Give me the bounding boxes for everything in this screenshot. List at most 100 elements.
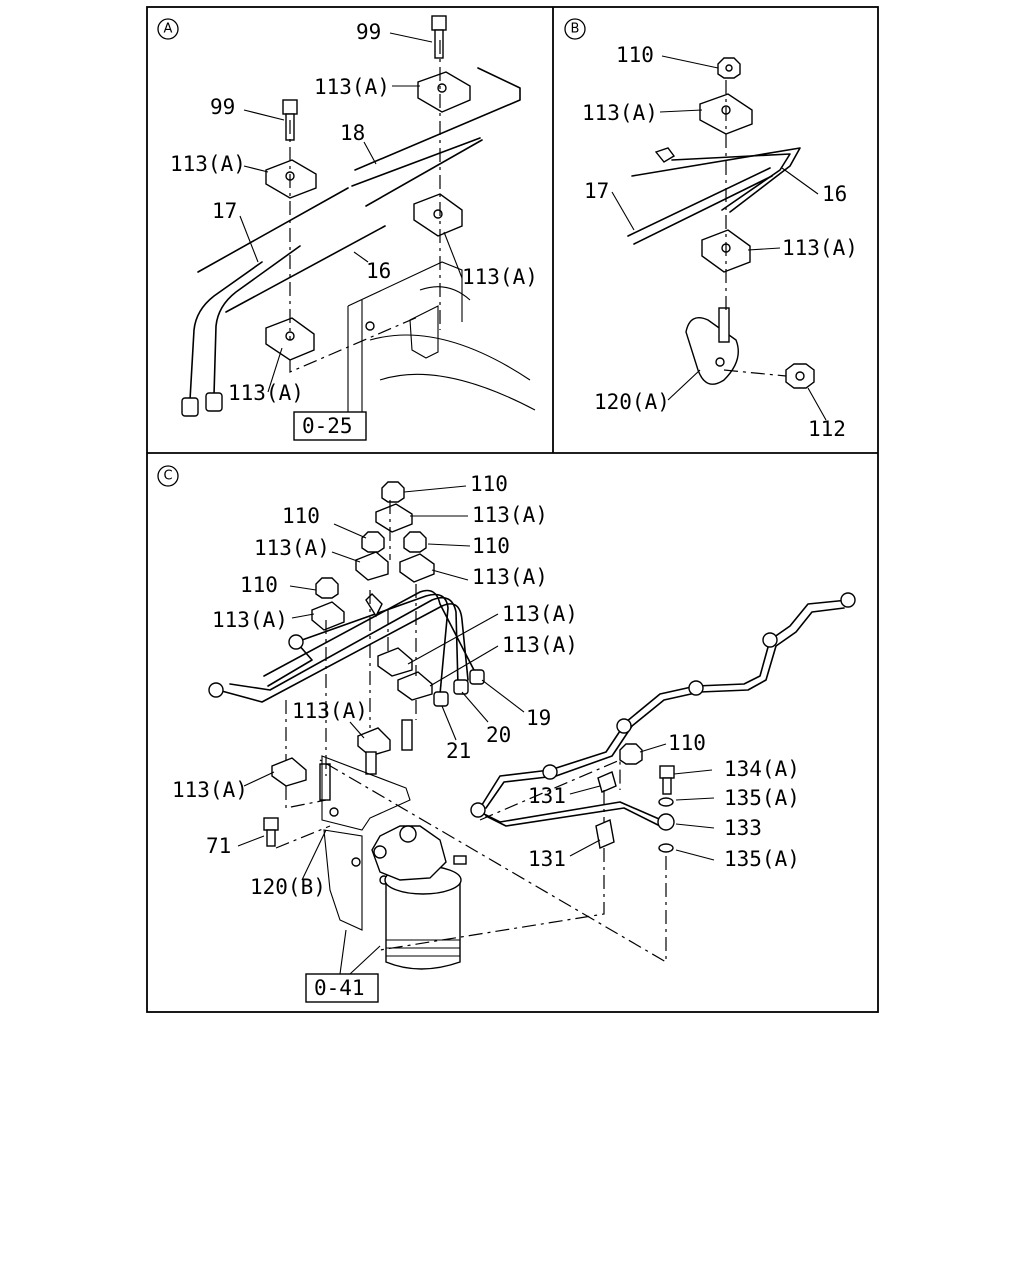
clamp-c6: [397, 671, 433, 701]
callout-label: 110: [472, 534, 510, 558]
pipe-nut-c-mid: [288, 634, 304, 650]
assembly-lines-b: [723, 80, 787, 377]
callout-label: 131: [528, 784, 566, 808]
clamp-c8: [271, 757, 307, 787]
section-marker-c: C: [157, 465, 179, 487]
callout-label: 113(A): [472, 565, 548, 589]
pipe-nut-19: [469, 669, 485, 685]
clamp-left-upper: [265, 159, 317, 199]
callout-label: 16: [366, 259, 391, 283]
callout-label: 112: [808, 417, 846, 441]
callout-label: 120(B): [250, 875, 326, 899]
pipe-eye-end: [840, 592, 856, 608]
svg-text:A: A: [164, 22, 173, 37]
bracket-outline: [347, 261, 463, 412]
panel-a-drawing: [181, 15, 536, 417]
bolt-134: [659, 765, 675, 795]
clip-131-upper: [597, 771, 617, 793]
stud-c2: [365, 751, 377, 775]
callout-labels-b: 110 113(A) 17 16 113(A) 120(A) 112: [582, 43, 858, 441]
pipe-16-b: [631, 147, 801, 213]
bracket-hole-c2: [351, 857, 361, 867]
callout-label: 113(A): [502, 602, 578, 626]
panel-frames: [146, 6, 879, 1013]
panel-c-drawing: [208, 481, 856, 970]
pipe-nut-20: [453, 679, 469, 695]
callout-label: 113(A): [314, 75, 390, 99]
pipe-20: [229, 596, 459, 691]
callout-label: 113(A): [292, 699, 368, 723]
clamp-c5: [377, 647, 413, 677]
assembly-lines-c: [275, 500, 667, 964]
pipe-18: [365, 139, 483, 207]
callout-label: 99: [210, 95, 235, 119]
bracket-120a: [685, 307, 739, 385]
clamp-c7: [357, 727, 391, 757]
callout-label: 19: [526, 706, 551, 730]
clamp-top: [417, 71, 471, 113]
bracket-hole-c1: [329, 807, 339, 817]
mount-contour: [369, 286, 536, 411]
callout-labels-a: 99 113(A) 99 18 113(A) 17 16 113(A) 113(…: [170, 20, 538, 405]
callout-label: 113(A): [170, 152, 246, 176]
pipe-bundle-outer: [263, 589, 477, 677]
reference-box-0-25: 0-25: [293, 411, 367, 441]
callout-label: 71: [206, 834, 231, 858]
pipe-nut-21: [433, 691, 449, 707]
pipe-16: [225, 225, 386, 313]
callout-label: 135(A): [724, 847, 800, 871]
pipe-fitting-b: [654, 147, 676, 163]
clamp-c1: [375, 503, 413, 533]
nut-110-c4: [315, 577, 339, 599]
nut-110-c1: [381, 481, 405, 503]
pipe-18-end: [354, 67, 521, 171]
nut-110-b: [717, 57, 741, 79]
pipe-nut-left: [181, 397, 199, 417]
callout-label: 17: [584, 179, 609, 203]
callout-label: 18: [340, 121, 365, 145]
bolt-71: [263, 817, 279, 847]
callout-label: 110: [240, 573, 278, 597]
callout-label: 120(A): [594, 390, 670, 414]
pipe-joint-5: [470, 802, 486, 818]
nut-110-c2: [361, 531, 385, 553]
callout-label: 113(A): [582, 101, 658, 125]
pipe-21: [267, 593, 449, 695]
clamp-c3: [399, 553, 435, 583]
washer-135-lower: [658, 843, 674, 853]
callout-label: 113(A): [172, 778, 248, 802]
callout-label: 133: [724, 816, 762, 840]
callout-label: 110: [668, 731, 706, 755]
clamp-c2: [355, 551, 389, 581]
clamp-right-lower: [413, 193, 463, 237]
pipe-16-b-inner: [671, 153, 791, 211]
bracket-hole: [365, 321, 375, 331]
callout-label: 113(A): [472, 503, 548, 527]
callout-label: 110: [470, 472, 508, 496]
outer-frame: [146, 6, 879, 1013]
pipe-joint-1: [762, 632, 778, 648]
fuel-filter: [371, 825, 467, 970]
pipe-nut-c-left: [208, 682, 224, 698]
nut-112: [785, 363, 815, 389]
pipe-17-b: [627, 167, 773, 245]
callout-label: 113(A): [254, 536, 330, 560]
callout-label: 99: [356, 20, 381, 44]
bracket-120b-leg: [323, 829, 363, 931]
callout-label: 110: [282, 504, 320, 528]
pipe-end-right: [213, 245, 301, 396]
reference-box-0-41: 0-41: [305, 929, 381, 1003]
assembly-lines-a: [289, 40, 441, 373]
callout-label: 113(A): [212, 608, 288, 632]
bolt-99-top: [431, 15, 447, 59]
leak-off-pipe: [475, 801, 667, 827]
pipe-nut-right: [205, 392, 223, 412]
callout-label: 131: [528, 847, 566, 871]
pipe-17: [197, 137, 481, 273]
svg-text:0-25: 0-25: [302, 414, 353, 438]
callout-label: 16: [822, 182, 847, 206]
callout-label: 17: [212, 199, 237, 223]
pipe-joint-3: [616, 718, 632, 734]
callout-label: 113(A): [502, 633, 578, 657]
